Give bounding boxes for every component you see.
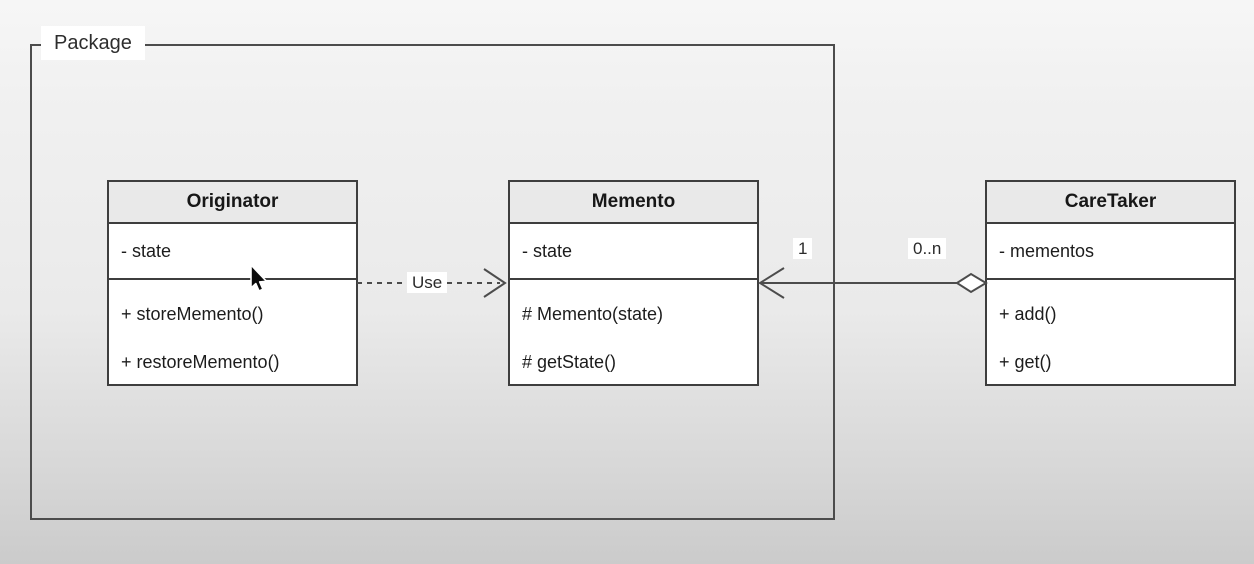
class-originator[interactable]: Originator - state + storeMemento() + re… bbox=[107, 180, 358, 386]
package-label: Package bbox=[41, 26, 145, 60]
class-memento-title: Memento bbox=[510, 182, 757, 224]
class-originator-attribute: - state bbox=[121, 240, 172, 261]
class-caretaker[interactable]: CareTaker - mementos + add() + get() bbox=[985, 180, 1236, 386]
multiplicity-label-caretaker-end: 0..n bbox=[908, 238, 947, 259]
class-caretaker-title: CareTaker bbox=[987, 182, 1234, 224]
class-caretaker-method: + get() bbox=[999, 352, 1052, 372]
aggregation-diamond-icon bbox=[955, 272, 988, 294]
class-originator-title: Originator bbox=[109, 182, 356, 224]
class-memento-method: # Memento(state) bbox=[522, 304, 664, 324]
class-memento-attribute: - state bbox=[522, 240, 573, 261]
class-caretaker-attribute: - mementos bbox=[999, 240, 1095, 261]
class-memento[interactable]: Memento - state # Memento(state) # getSt… bbox=[508, 180, 759, 386]
class-memento-method: # getState() bbox=[522, 352, 617, 372]
multiplicity-label-memento-end: 1 bbox=[793, 238, 813, 259]
class-originator-method: + restoreMemento() bbox=[121, 352, 280, 372]
class-originator-method: + storeMemento() bbox=[121, 304, 264, 324]
class-caretaker-method: + add() bbox=[999, 304, 1057, 324]
dependency-label: Use bbox=[407, 272, 448, 293]
